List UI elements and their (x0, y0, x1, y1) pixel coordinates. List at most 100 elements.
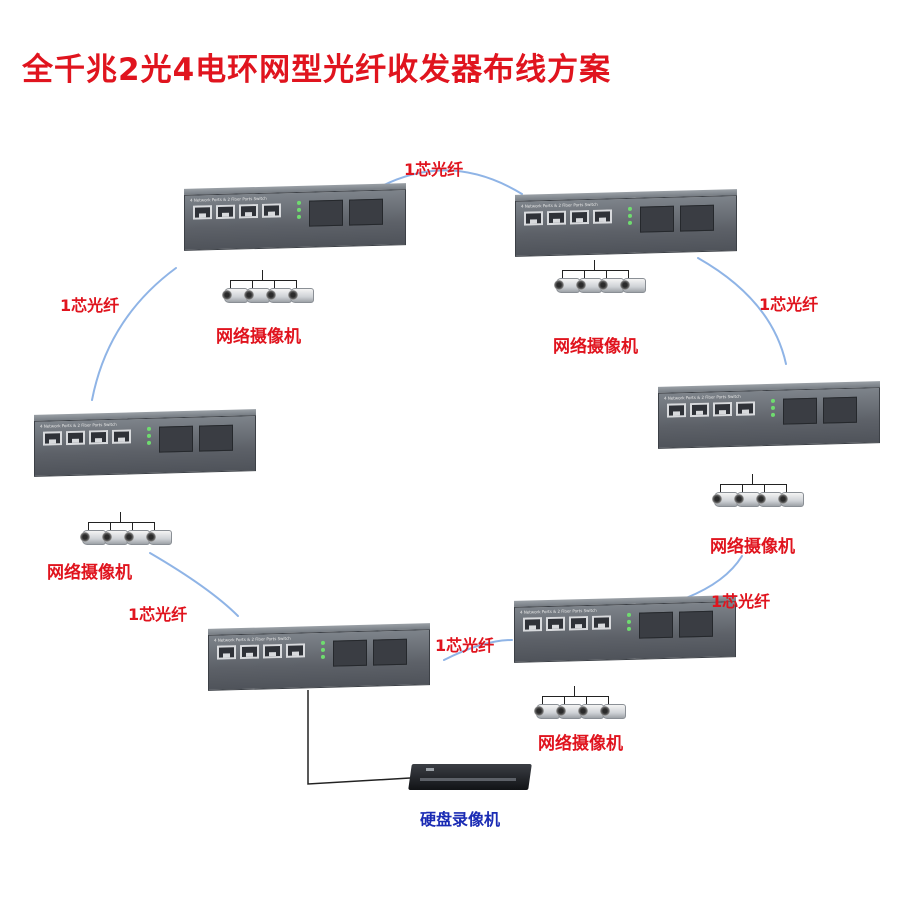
ethernet-port (262, 203, 281, 218)
status-led (321, 640, 325, 645)
status-led (147, 433, 151, 438)
fiber-label-bottom-middle: 1芯光纤 (435, 636, 495, 655)
switch-face-text: 4 Network Ports & 2 Fiber Ports Switch (40, 421, 117, 429)
camera-group-4 (76, 508, 176, 558)
ethernet-port (239, 203, 258, 219)
status-led (627, 612, 631, 617)
status-led (147, 426, 151, 431)
fiber-port (373, 638, 407, 666)
ethernet-port (524, 211, 543, 226)
fiber-port (159, 425, 193, 453)
network-camera-icon (600, 704, 626, 719)
camera-label-2: 网络摄像机 (553, 337, 638, 357)
fiber-port (640, 205, 674, 233)
fiber-label-top: 1芯光纤 (404, 160, 464, 179)
fiber-link (685, 555, 743, 599)
status-led (297, 214, 301, 219)
status-led (627, 619, 631, 624)
network-camera-icon (124, 530, 150, 545)
fiber-switch-mid-right: 4 Network Ports & 2 Fiber Ports Switch (658, 381, 880, 449)
ethernet-port (690, 402, 709, 418)
ethernet-port (66, 430, 85, 446)
ethernet-link-to-nvr (307, 690, 411, 785)
ethernet-port (89, 429, 108, 445)
camera-group-5 (530, 682, 630, 732)
camera-group-2 (550, 256, 650, 306)
fiber-link (91, 267, 177, 401)
status-led (147, 440, 151, 445)
fiber-label-right: 1芯光纤 (759, 295, 819, 314)
fiber-switch-bottom-left: 4 Network Ports & 2 Fiber Ports Switch (208, 623, 430, 691)
ethernet-port (523, 617, 542, 632)
ethernet-port (112, 429, 131, 444)
switch-face-text: 4 Network Ports & 2 Fiber Ports Switch (521, 201, 598, 209)
ethernet-port (569, 615, 588, 631)
fiber-switch-top-left: 4 Network Ports & 2 Fiber Ports Switch (184, 183, 406, 251)
network-camera-icon (146, 530, 172, 545)
network-camera-icon (554, 278, 580, 293)
ethernet-port (546, 616, 565, 632)
ethernet-port (240, 644, 259, 660)
fiber-port (349, 198, 383, 226)
ethernet-port (593, 209, 612, 224)
network-camera-icon (578, 704, 604, 719)
fiber-port (199, 424, 233, 452)
status-led (297, 200, 301, 205)
status-led (321, 647, 325, 652)
camera-group-3 (708, 470, 808, 520)
ethernet-port (43, 431, 62, 446)
fiber-label-left: 1芯光纤 (60, 296, 120, 315)
status-led (627, 626, 631, 631)
camera-label-4: 网络摄像机 (47, 563, 132, 583)
status-led (771, 412, 775, 417)
fiber-link (377, 169, 523, 195)
nvr-device (408, 764, 532, 790)
ethernet-port (286, 643, 305, 658)
status-led (771, 405, 775, 410)
switch-face-text: 4 Network Ports & 2 Fiber Ports Switch (520, 607, 597, 615)
fiber-switch-top-right: 4 Network Ports & 2 Fiber Ports Switch (515, 189, 737, 257)
fiber-port (309, 199, 343, 227)
network-camera-icon (222, 288, 248, 303)
ethernet-port (193, 205, 212, 220)
camera-label-1: 网络摄像机 (216, 327, 301, 347)
status-led (297, 207, 301, 212)
fiber-port (680, 204, 714, 232)
ethernet-port (713, 401, 732, 417)
fiber-switch-mid-left: 4 Network Ports & 2 Fiber Ports Switch (34, 409, 256, 477)
diagram-title: 全千兆2光4电环网型光纤收发器布线方案 (22, 52, 612, 88)
fiber-link (443, 639, 513, 661)
fiber-port (823, 396, 857, 424)
camera-label-3: 网络摄像机 (710, 537, 795, 557)
ethernet-port (592, 615, 611, 630)
fiber-port (783, 397, 817, 425)
ethernet-port (263, 643, 282, 659)
status-led (628, 220, 632, 225)
ethernet-port (216, 204, 235, 220)
fiber-port (639, 611, 673, 639)
ethernet-port (217, 645, 236, 660)
status-led (321, 654, 325, 659)
camera-group-1 (218, 266, 318, 316)
fiber-switch-bottom-right: 4 Network Ports & 2 Fiber Ports Switch (514, 595, 736, 663)
nvr-label: 硬盘录像机 (420, 810, 501, 829)
network-camera-icon (620, 278, 646, 293)
fiber-port (679, 610, 713, 638)
network-camera-icon (288, 288, 314, 303)
ethernet-port (570, 209, 589, 225)
switch-face-text: 4 Network Ports & 2 Fiber Ports Switch (214, 635, 291, 643)
camera-label-5: 网络摄像机 (538, 734, 623, 754)
fiber-link (697, 257, 787, 365)
switch-face-text: 4 Network Ports & 2 Fiber Ports Switch (664, 393, 741, 401)
fiber-port (333, 639, 367, 667)
fiber-link (149, 552, 239, 617)
ethernet-port (547, 210, 566, 226)
fiber-label-bottom-right: 1芯光纤 (711, 592, 771, 611)
switch-face-text: 4 Network Ports & 2 Fiber Ports Switch (190, 195, 267, 203)
ethernet-port (667, 403, 686, 418)
status-led (771, 398, 775, 403)
fiber-label-bottom-left: 1芯光纤 (128, 605, 188, 624)
ethernet-port (736, 401, 755, 416)
status-led (628, 206, 632, 211)
